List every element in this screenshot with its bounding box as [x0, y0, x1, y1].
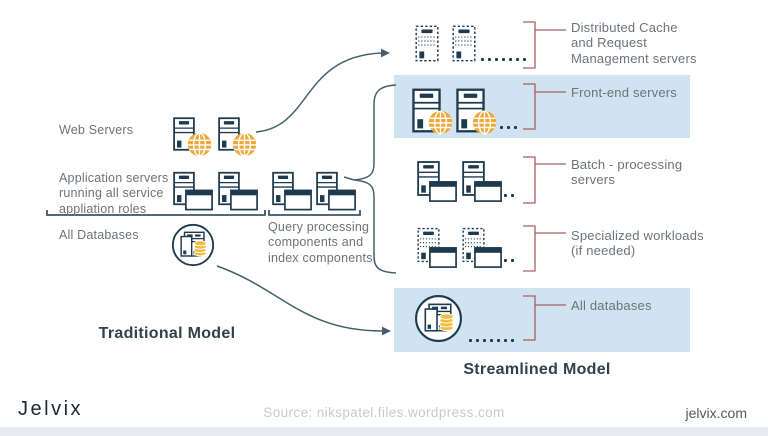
query-components-label: Query processing components and index co… — [268, 220, 373, 265]
ellipsis-dots — [469, 339, 514, 342]
dashed-server-icon — [452, 21, 476, 66]
app-window-icon — [474, 247, 502, 268]
app-window-icon — [429, 247, 457, 268]
web-servers-label: Web Servers — [59, 123, 134, 137]
app-window-icon — [284, 189, 312, 211]
app-window-icon — [474, 181, 502, 202]
source-credit-text: Source: nikspatel.files.wordpress.com — [263, 405, 505, 420]
section-label-front-end: Front-end servers — [571, 85, 677, 100]
app-window-icon — [230, 189, 258, 211]
section-label-specialized: Specialized workloads (if needed) — [571, 228, 704, 259]
database-servers-circle-icon — [414, 294, 463, 343]
jelvix-logo: Jelvix — [18, 398, 84, 420]
app-window-icon — [328, 189, 356, 211]
app-window-icon — [429, 181, 457, 202]
section-label-all-databases: All databases — [571, 298, 652, 313]
web-to-cache-arrow — [255, 52, 382, 133]
all-databases-label: All Databases — [59, 228, 139, 242]
label-bracket-batch — [523, 156, 566, 204]
db-to-alldb-arrowhead — [382, 326, 391, 336]
streamlined-model-title: Streamlined Model — [463, 361, 611, 378]
section-label-batch: Batch - processing servers — [571, 157, 683, 188]
ellipsis-dots — [504, 259, 514, 262]
section-label-distributed-cache: Distributed Cache and Request Management… — [571, 20, 697, 66]
label-bracket-specialized — [523, 225, 566, 272]
brace-connector-line — [343, 176, 355, 181]
ellipsis-dots — [504, 194, 514, 197]
globe-icon — [472, 110, 497, 135]
footer-accent-strip — [0, 427, 768, 436]
ellipsis-dots — [481, 58, 526, 61]
website-link-text: jelvix.com — [685, 405, 747, 421]
dashed-server-icon — [415, 21, 439, 66]
app-servers-label: Application servers running all service … — [59, 171, 169, 216]
label-bracket-distributed-cache — [523, 21, 566, 69]
traditional-model-title: Traditional Model — [98, 325, 236, 342]
database-servers-circle-icon — [171, 223, 215, 267]
db-to-alldb-arrow — [216, 265, 383, 332]
ellipsis-dots — [500, 126, 517, 129]
web-to-cache-arrowhead — [381, 48, 390, 58]
globe-icon — [232, 132, 257, 157]
globe-icon — [187, 132, 212, 157]
app-window-icon — [185, 189, 213, 211]
globe-icon — [428, 110, 453, 135]
